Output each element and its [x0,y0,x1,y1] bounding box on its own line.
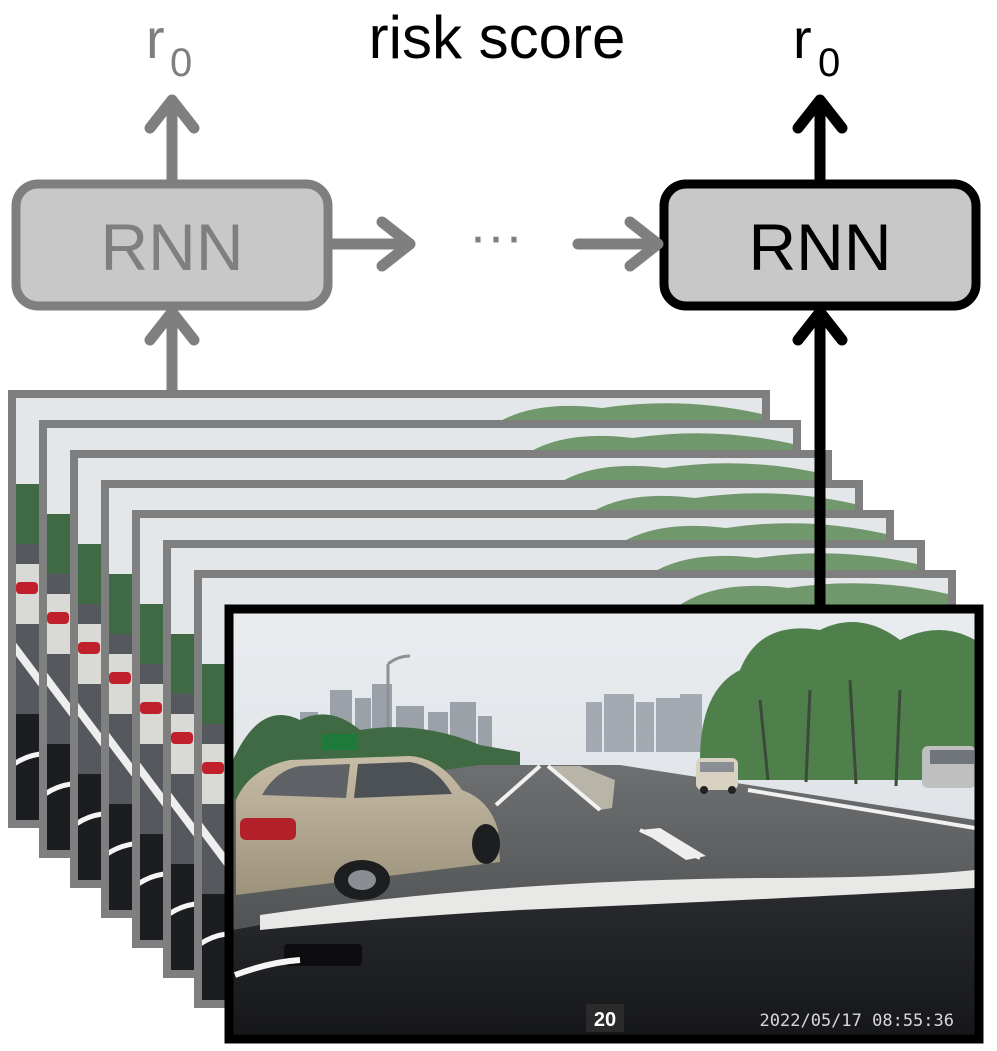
arrow-recurrent-2 [572,216,664,272]
speed-badge-bg [586,1004,624,1032]
frame-timestamp: 2022/05/17 08:55:36 [760,1011,954,1031]
rnn-left-label: RNN [101,210,244,284]
output-left-base: r [146,7,165,70]
hood [260,870,975,930]
arrow-left-input [144,306,200,398]
output-right: r 0 [793,7,840,85]
road-median [548,766,615,810]
road-sign [322,734,358,750]
current-frame: 20 2022/05/17 08:55:36 [224,604,984,1044]
van [696,758,738,794]
ellipsis: ··· [469,206,523,266]
arrow-right-output [792,94,848,188]
output-left: r 0 [146,7,192,85]
dash-device [284,944,362,966]
sedan [236,756,500,900]
diagram-title: risk score [369,4,626,71]
output-right-sub: 0 [818,41,840,85]
current-frame-border [224,604,984,1044]
skyline-right [586,694,702,752]
output-right-base: r [793,7,812,70]
arrow-left-output [144,94,200,188]
tree-trunks [758,679,902,787]
output-left-sub: 0 [170,41,192,85]
suv-right [922,746,975,788]
rnn-right-label: RNN [749,210,892,284]
arrow-recurrent-1 [326,216,416,272]
rnn-left-box: RNN [11,179,333,311]
rnn-right-box: RNN [659,179,981,311]
speed-badge: 20 [594,1009,616,1031]
lane-dash [640,828,706,860]
arrow-right-input [792,306,848,612]
lane-markings [494,764,975,860]
trees-right [700,622,975,780]
